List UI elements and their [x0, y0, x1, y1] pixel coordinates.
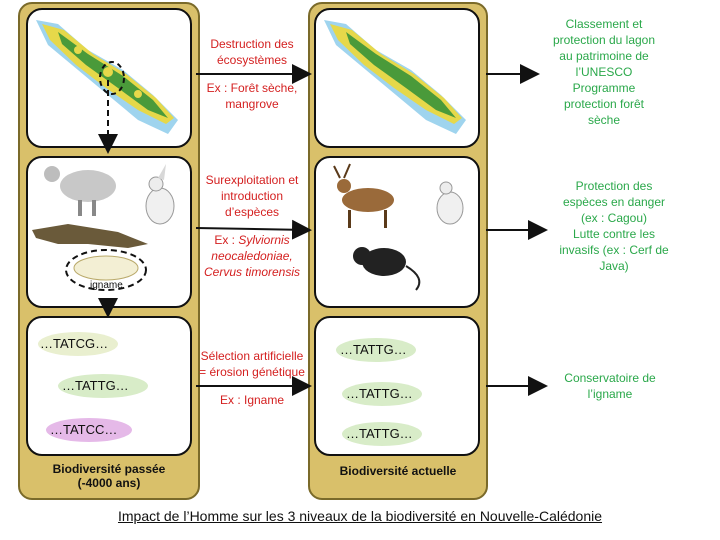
cagou-icon: [145, 164, 175, 225]
tuber-3: [46, 418, 132, 442]
note3-line2: l’igname: [587, 387, 633, 401]
current-sequence-2: …TATTG…: [346, 386, 413, 401]
note1-line5: Programme: [572, 81, 636, 95]
row2-ex-italic2: neocaledoniae,: [211, 249, 293, 263]
current-genetic-panel: …TATTG… …TATTG… …TATTG…: [314, 316, 480, 456]
current-species-illustrations: [333, 163, 464, 291]
right-note-2: Protection des espèces en danger (ex : C…: [548, 178, 680, 274]
note1-line7: sèche: [587, 113, 621, 127]
row3-title-line2: = érosion génétique: [199, 365, 305, 379]
tuber-1: [38, 332, 118, 356]
crocodile-icon: [32, 224, 148, 248]
note2-line5: invasifs (ex : Cerf de: [559, 243, 669, 257]
species-illustrations: [32, 164, 175, 291]
past-label-line2: (-4000 ans): [77, 476, 141, 490]
right-note-3: Conservatoire de l’igname: [548, 370, 672, 402]
arrow-row-2: [195, 219, 312, 240]
note1-line2: protection du lagon: [552, 33, 656, 47]
row2-title-line1: Surexploitation et: [205, 173, 299, 187]
current-ecosystem-panel: [314, 8, 480, 148]
past-genetic-panel: …TATCG… …TATTG… …TATCC…: [26, 316, 192, 456]
note2-line6: Java): [599, 259, 629, 273]
note1-line3: au patrimoine de: [559, 49, 649, 63]
past-label-line1: Biodiversité passée: [52, 462, 166, 476]
past-column-label: Biodiversité passée (-4000 ans): [20, 462, 198, 490]
note1-line6: protection forêt: [563, 97, 645, 111]
current-sequence-3: …TATTG…: [346, 426, 413, 441]
middle-row-2: Surexploitation et introduction d’espèce…: [196, 172, 308, 280]
igname-label: igname: [90, 280, 123, 291]
rat-icon: [353, 247, 421, 291]
past-species-panel: igname: [26, 156, 192, 308]
current-column-label: Biodiversité actuelle: [339, 464, 457, 478]
deer-icon: [333, 163, 394, 228]
note1-line1: Classement et: [565, 17, 643, 31]
note1-line4: l’UNESCO: [575, 65, 633, 79]
cagou-current-icon: [436, 181, 464, 225]
row2-title-line2: introduction: [220, 189, 284, 203]
past-sequence-2: …TATTG…: [62, 378, 129, 393]
note3-line1: Conservatoire de: [564, 371, 656, 385]
new-caledonia-map-current-icon: [324, 20, 466, 134]
figure-caption: Impact de l’Homme sur les 3 niveaux de l…: [117, 508, 603, 524]
row1-title-line2: écosystèmes: [216, 53, 288, 67]
row3-ex: Ex : Igname: [219, 393, 285, 407]
tuber-current-3: [342, 422, 422, 446]
row2-ex-italic1: Sylviornis: [238, 233, 290, 247]
row2-ex-prefix: Ex :: [214, 233, 239, 247]
row2-ex-italic3: Cervus timorensis: [203, 265, 301, 279]
row1-title-line1: Destruction des: [210, 37, 294, 51]
row1-ex-line1: Ex : Forêt sèche,: [206, 81, 298, 95]
row2-ex-line2: neocaledoniae,: [196, 248, 308, 264]
row2-title-line3: d’espèces: [224, 205, 280, 219]
note2-line1: Protection des: [575, 179, 653, 193]
middle-row-1: Destruction des écosystèmes Ex : Forêt s…: [196, 36, 308, 112]
note2-line4: Lutte contre les: [572, 227, 656, 241]
row2-ex-line3: Cervus timorensis: [196, 264, 308, 280]
middle-row-3: Sélection artificielle = érosion génétiq…: [194, 348, 310, 408]
current-sequence-1: …TATTG…: [340, 342, 407, 357]
row2-ex-line1: Ex : Sylviornis: [196, 232, 308, 248]
tuber-current-1: [336, 338, 416, 362]
row3-title-line1: Sélection artificielle: [200, 349, 304, 363]
tuber-2: [58, 374, 148, 398]
right-note-1: Classement et protection du lagon au pat…: [540, 16, 668, 128]
current-species-panel: [314, 156, 480, 308]
past-sequence-1: …TATCG…: [40, 336, 109, 351]
row1-ex-line2: mangrove: [225, 97, 279, 111]
note2-line2: espèces en danger: [562, 195, 666, 209]
note2-line3: (ex : Cagou): [580, 211, 648, 225]
sylviornis-icon: [44, 166, 116, 216]
past-sequence-3: …TATCC…: [50, 422, 118, 437]
tuber-current-2: [342, 382, 422, 406]
new-caledonia-map-icon: [36, 20, 178, 134]
